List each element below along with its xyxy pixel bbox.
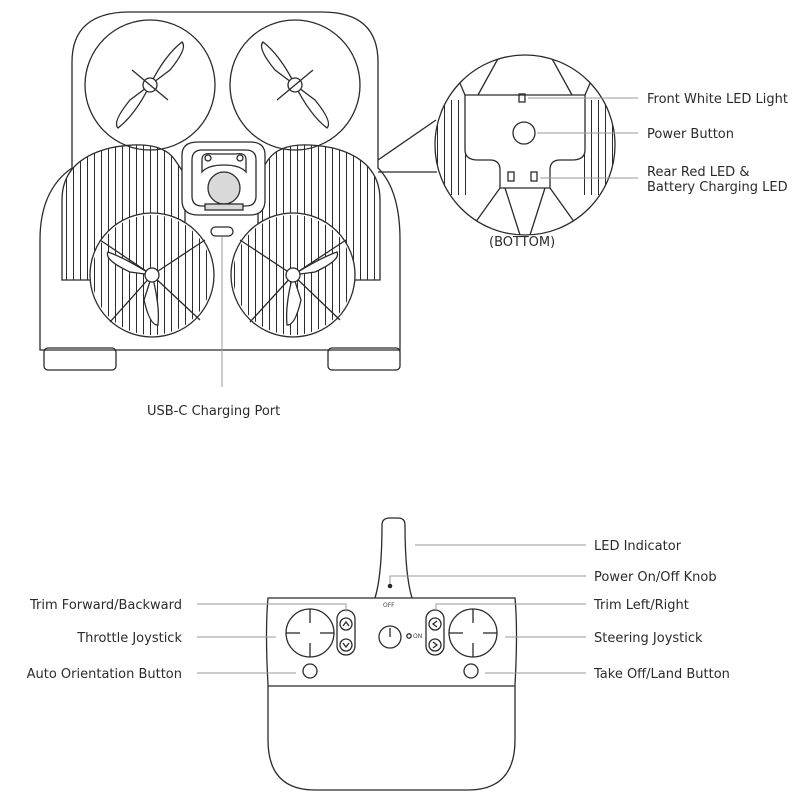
propeller-bottom-left <box>106 251 160 326</box>
label-rear-led-line1: Rear Red LED & <box>647 165 749 180</box>
zoom-grille-left <box>435 100 468 195</box>
label-trim-forward-backward: Trim Forward/Backward <box>29 598 182 613</box>
zoom-body <box>464 94 586 189</box>
trim-right-button <box>428 638 442 652</box>
label-on: ON <box>413 633 422 640</box>
spokes-bottom-left <box>99 239 206 323</box>
label-usb-c-port: USB-C Charging Port <box>147 404 280 419</box>
controller-leaders <box>197 544 586 674</box>
bottom-zoom-view <box>377 54 616 236</box>
take-off-land-button <box>463 663 479 679</box>
label-trim-left-right: Trim Left/Right <box>593 598 689 613</box>
drone-foot-right <box>327 347 401 371</box>
trim-forward-button <box>339 617 353 631</box>
trim-left-right <box>425 609 445 656</box>
center-housing-inner <box>191 149 257 207</box>
label-off: OFF <box>383 602 395 609</box>
power-on-dot <box>406 633 412 639</box>
trim-left-button <box>428 617 442 631</box>
auto-orientation-button <box>302 663 318 679</box>
label-auto-orientation: Auto Orientation Button <box>27 667 182 682</box>
center-knob <box>207 171 241 205</box>
zoom-circle <box>434 54 616 236</box>
label-rear-led-line2: Battery Charging LED <box>647 180 788 195</box>
label-steering-joystick: Steering Joystick <box>594 631 703 646</box>
label-throttle-joystick: Throttle Joystick <box>76 631 182 646</box>
drone-top-view <box>39 11 401 371</box>
label-power-button: Power Button <box>647 127 734 142</box>
propeller-top-right <box>260 41 330 129</box>
label-led-indicator: LED Indicator <box>594 539 682 554</box>
label-front-white-led: Front White LED Light <box>647 92 788 107</box>
trim-forward-backward <box>336 609 356 656</box>
controller <box>265 517 518 791</box>
label-take-off-land: Take Off/Land Button <box>593 667 730 682</box>
controller-body <box>265 597 518 791</box>
propeller-top-left <box>115 41 185 129</box>
drone-body-outline <box>39 11 401 351</box>
label-bottom-view: (BOTTOM) <box>489 235 555 250</box>
controller-antenna <box>374 517 413 599</box>
label-power-knob: Power On/Off Knob <box>594 570 717 585</box>
led-indicator <box>387 583 393 589</box>
power-knob <box>378 625 402 649</box>
trim-backward-button <box>339 638 353 652</box>
drone-foot-left <box>43 347 117 371</box>
power-button <box>512 121 536 145</box>
zoom-grille-right <box>582 100 615 195</box>
zoom-leaders <box>528 97 638 179</box>
center-plate <box>204 203 244 211</box>
propeller-bottom-right <box>285 251 339 326</box>
center-bracket <box>201 152 247 174</box>
rear-red-led <box>507 171 515 182</box>
usb-c-port <box>210 226 234 237</box>
front-white-led <box>518 93 526 103</box>
battery-charging-led <box>530 171 538 182</box>
